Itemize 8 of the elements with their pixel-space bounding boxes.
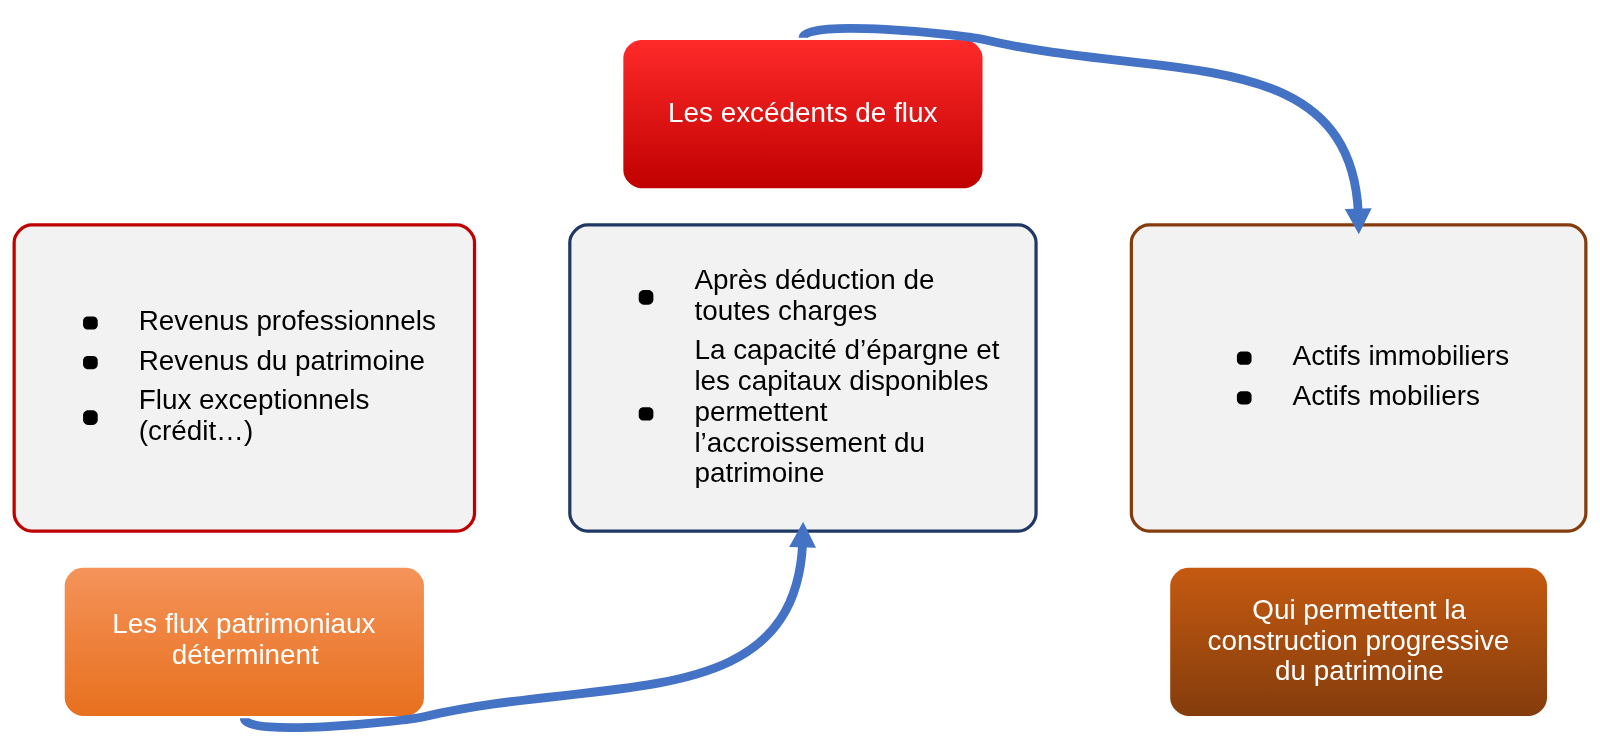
node-box: Après déduction de toutes charges La capacité d’épargne et les capitaux disponibles permettent l’accroissement du patrimoine: [568, 222, 1038, 533]
node-box: Actifs immobiliers Actifs mobiliers: [1129, 222, 1588, 533]
node-box: Les flux patrimoniaux déterminent: [64, 567, 424, 716]
node-box: Revenus professionnels Revenus du patrimoine Flux exceptionnels (crédit…): [12, 222, 477, 533]
arrow: [799, 23, 1372, 234]
node-box: Qui permettent la construction progressive du patrimoine: [1170, 567, 1547, 716]
arrow: [241, 521, 816, 732]
node-box: Les excédents de flux: [623, 39, 983, 188]
